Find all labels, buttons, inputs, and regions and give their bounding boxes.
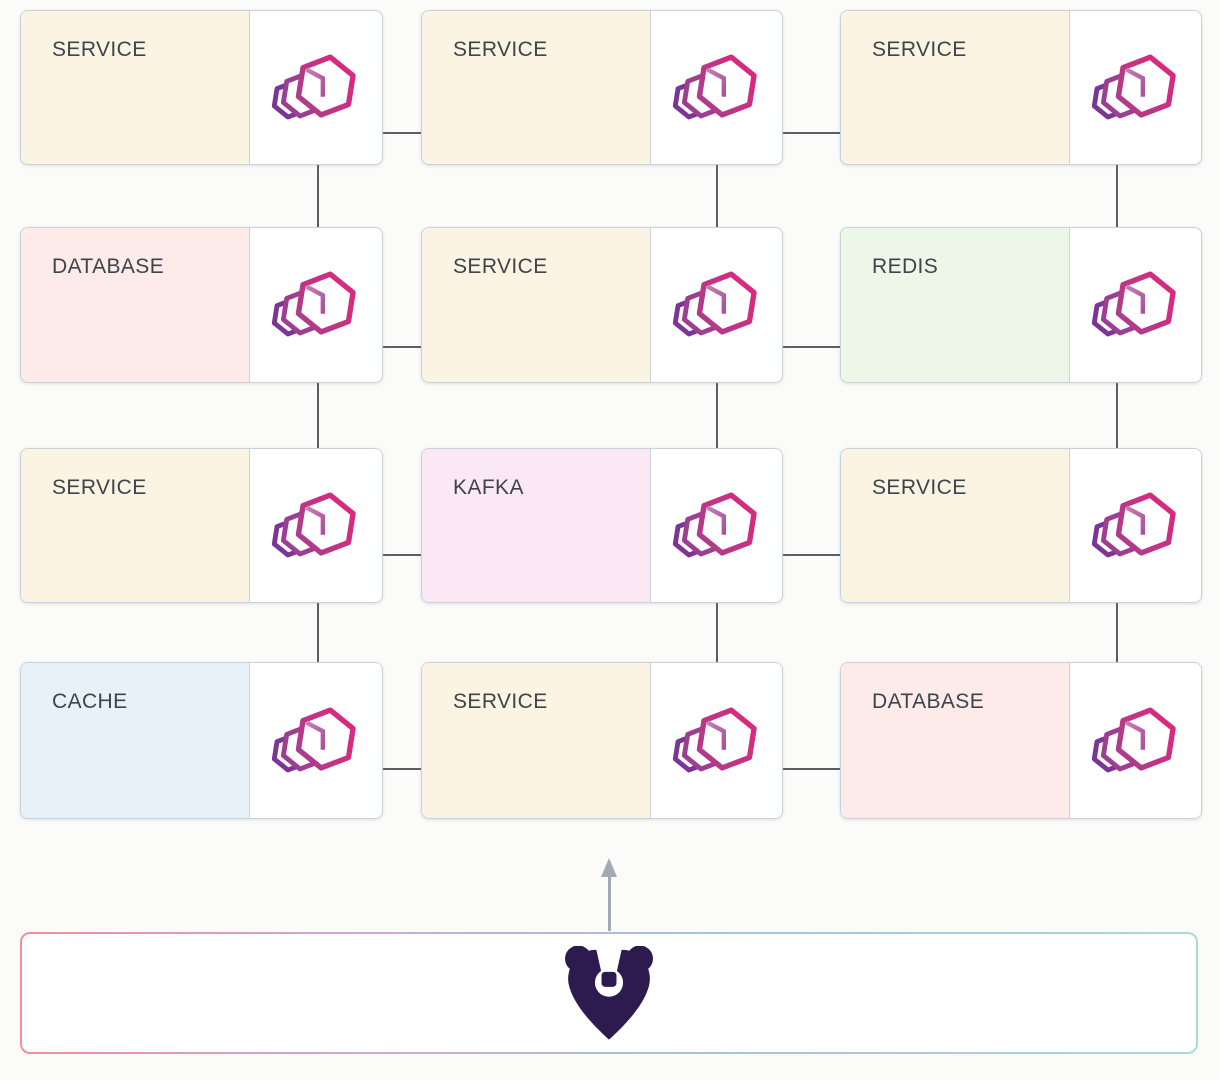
node-label-section: SERVICE [841, 449, 1069, 602]
arrow-up-icon [601, 858, 617, 877]
node-label: KAFKA [453, 476, 524, 499]
edge-line [716, 601, 718, 662]
node-label: DATABASE [52, 255, 165, 278]
node-label: SERVICE [52, 38, 147, 61]
container-hexagons-icon [650, 228, 782, 382]
node-label-section: CACHE [21, 663, 249, 818]
node-card-service[interactable]: SERVICE [421, 662, 783, 819]
edge-line [1116, 163, 1118, 227]
node-label-section: DATABASE [841, 663, 1069, 818]
node-label: CACHE [52, 690, 128, 713]
node-label-section: SERVICE [21, 449, 249, 602]
node-label: REDIS [872, 255, 939, 278]
node-card-service[interactable]: SERVICE [421, 10, 783, 165]
bear-logo-icon [565, 946, 653, 1040]
container-hexagons-icon [650, 11, 782, 164]
container-hexagons-icon [1069, 663, 1201, 818]
node-label-section: SERVICE [422, 11, 650, 164]
node-label: SERVICE [453, 38, 548, 61]
node-label: SERVICE [872, 38, 967, 61]
arrow-shaft [608, 876, 611, 931]
edge-line [1116, 381, 1118, 448]
node-card-redis[interactable]: REDIS [840, 227, 1202, 383]
node-label: SERVICE [52, 476, 147, 499]
container-hexagons-icon [650, 449, 782, 602]
edge-line [317, 381, 319, 448]
node-label-section: SERVICE [422, 228, 650, 382]
node-label: SERVICE [453, 690, 548, 713]
edge-line [716, 381, 718, 448]
node-card-database[interactable]: DATABASE [840, 662, 1202, 819]
node-label: SERVICE [453, 255, 548, 278]
container-hexagons-icon [249, 11, 382, 164]
container-hexagons-icon [1069, 11, 1201, 164]
node-card-database[interactable]: DATABASE [20, 227, 383, 383]
container-hexagons-icon [1069, 449, 1201, 602]
container-hexagons-icon [249, 663, 382, 818]
node-card-service[interactable]: SERVICE [421, 227, 783, 383]
edge-line [1116, 601, 1118, 662]
edge-line [716, 163, 718, 227]
footer-panel-inner [22, 934, 1196, 1052]
node-label-section: KAFKA [422, 449, 650, 602]
node-card-service[interactable]: SERVICE [20, 448, 383, 603]
edge-line [317, 601, 319, 662]
node-label: DATABASE [872, 690, 985, 713]
node-card-service[interactable]: SERVICE [20, 10, 383, 165]
node-label-section: DATABASE [21, 228, 249, 382]
container-hexagons-icon [650, 663, 782, 818]
node-card-cache[interactable]: CACHE [20, 662, 383, 819]
container-hexagons-icon [249, 228, 382, 382]
node-label-section: SERVICE [21, 11, 249, 164]
container-hexagons-icon [1069, 228, 1201, 382]
node-card-kafka[interactable]: KAFKA [421, 448, 783, 603]
node-label-section: REDIS [841, 228, 1069, 382]
edge-line [317, 163, 319, 227]
node-label-section: SERVICE [422, 663, 650, 818]
container-hexagons-icon [249, 449, 382, 602]
node-label-section: SERVICE [841, 11, 1069, 164]
node-card-service[interactable]: SERVICE [840, 10, 1202, 165]
node-label: SERVICE [872, 476, 967, 499]
node-card-service[interactable]: SERVICE [840, 448, 1202, 603]
footer-panel[interactable] [20, 932, 1198, 1054]
